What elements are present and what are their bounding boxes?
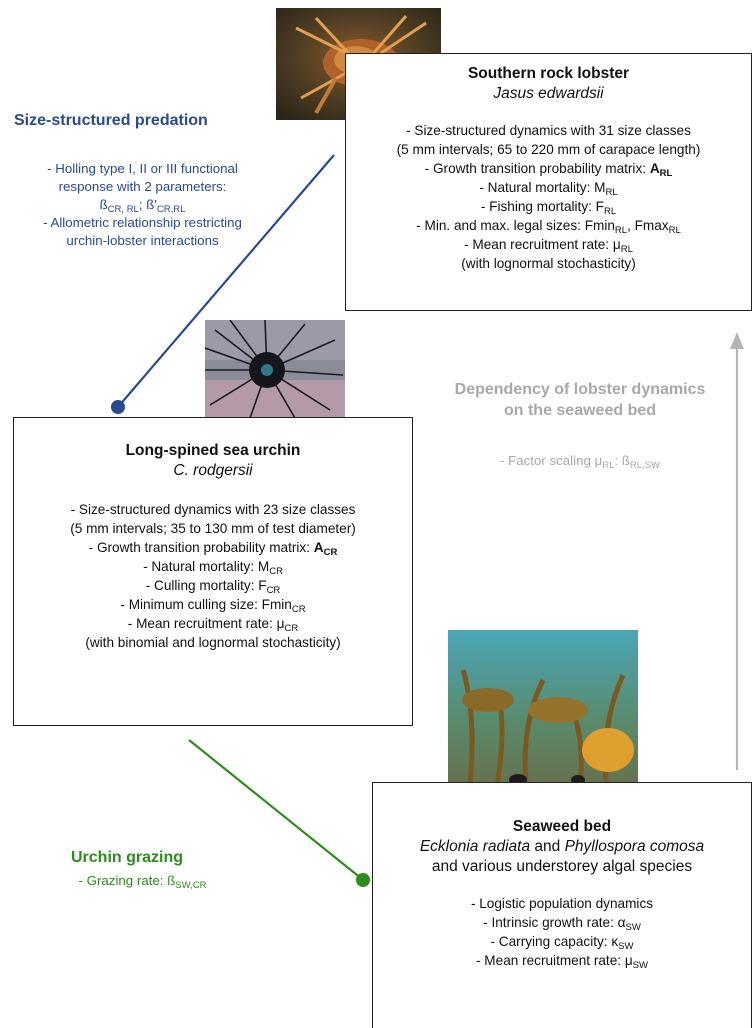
urchin-stochasticity: (with binomial and lognormal stochastici… <box>85 635 341 650</box>
grazing-connector-dot <box>356 873 370 887</box>
seaweed-growth-rate: - Intrinsic growth rate: αSW <box>483 915 641 933</box>
urchin-size-classes: - Size-structured dynamics with 23 size … <box>70 502 356 517</box>
urchin-natural-mortality: - Natural mortality: MCR <box>143 559 283 577</box>
grazing-connector <box>188 739 363 880</box>
seaweed-photo <box>448 630 638 802</box>
dependency-heading-line2: on the seaweed bed <box>503 402 657 419</box>
urchin-title: Long-spined sea urchin <box>125 442 301 459</box>
lobster-box: Southern rock lobster Jasus edwardsii - … <box>345 53 752 311</box>
urchin-size-range: (5 mm intervals; 35 to 130 mm of test di… <box>70 521 356 536</box>
lobster-species: Jasus edwardsii <box>493 85 604 102</box>
lobster-size-classes: - Size-structured dynamics with 31 size … <box>406 123 691 138</box>
predation-param-symbols: ßCR, RL; ß'CR,RL <box>99 197 186 215</box>
dependency-factor: - Factor scaling μRL: ßRL,SW <box>499 453 660 471</box>
grazing-rate: - Grazing rate: ßSW,CR <box>78 873 207 891</box>
predation-heading: Size-structured predation <box>14 112 208 129</box>
seaweed-title: Seaweed bed <box>512 818 612 835</box>
lobster-fishing-mortality: - Fishing mortality: FRL <box>480 199 617 217</box>
predation-parameters: response with 2 parameters: <box>58 179 227 194</box>
dependency-heading-line1: Dependency of lobster dynamics <box>454 381 706 398</box>
predation-connector <box>117 154 335 408</box>
grazing-heading: Urchin grazing <box>71 849 184 866</box>
seaweed-recruitment: - Mean recruitment rate: μSW <box>476 953 648 971</box>
predation-details: - Holling type I, II or III functional r… <box>0 160 285 250</box>
lobster-growth-matrix: - Growth transition probability matrix: … <box>424 161 673 179</box>
predation-allometric: - Allometric relationship restricting <box>43 215 242 230</box>
urchin-box: Long-spined sea urchin C. rodgersii - Si… <box>13 417 413 726</box>
urchin-culling-mortality: - Culling mortality: FCR <box>145 578 281 596</box>
seaweed-carrying-capacity: - Carrying capacity: κSW <box>490 934 634 952</box>
predation-interactions: urchin-lobster interactions <box>66 233 219 248</box>
lobster-size-range: (5 mm intervals; 65 to 220 mm of carapac… <box>396 142 701 157</box>
predation-holling: - Holling type I, II or III functional <box>47 161 238 176</box>
lobster-recruitment: - Mean recruitment rate: μRL <box>464 237 633 255</box>
dependency-arrowhead <box>730 332 744 349</box>
urchin-recruitment: - Mean recruitment rate: μCR <box>127 616 299 634</box>
lobster-legal-sizes: - Min. and max. legal sizes: FminRL, Fma… <box>416 218 681 236</box>
urchin-growth-matrix: - Growth transition probability matrix: … <box>88 540 338 558</box>
urchin-culling-size: - Minimum culling size: FminCR <box>120 597 306 615</box>
urchin-photo <box>205 320 345 418</box>
seaweed-box: Seaweed bed Ecklonia radiata and Phyllos… <box>372 782 752 1028</box>
seaweed-logistic: - Logistic population dynamics <box>470 896 654 911</box>
lobster-natural-mortality: - Natural mortality: MRL <box>479 180 618 198</box>
lobster-title: Southern rock lobster <box>467 65 630 82</box>
urchin-species: C. rodgersii <box>173 462 253 479</box>
seaweed-species: Ecklonia radiata and Phyllospora comosa <box>419 838 705 855</box>
lobster-stochasticity: (with lognormal stochasticity) <box>461 256 636 271</box>
dependency-heading: Dependency of lobster dynamics on the se… <box>410 379 750 421</box>
predation-connector-dot <box>111 400 125 414</box>
seaweed-understorey: and various understorey algal species <box>431 858 693 875</box>
